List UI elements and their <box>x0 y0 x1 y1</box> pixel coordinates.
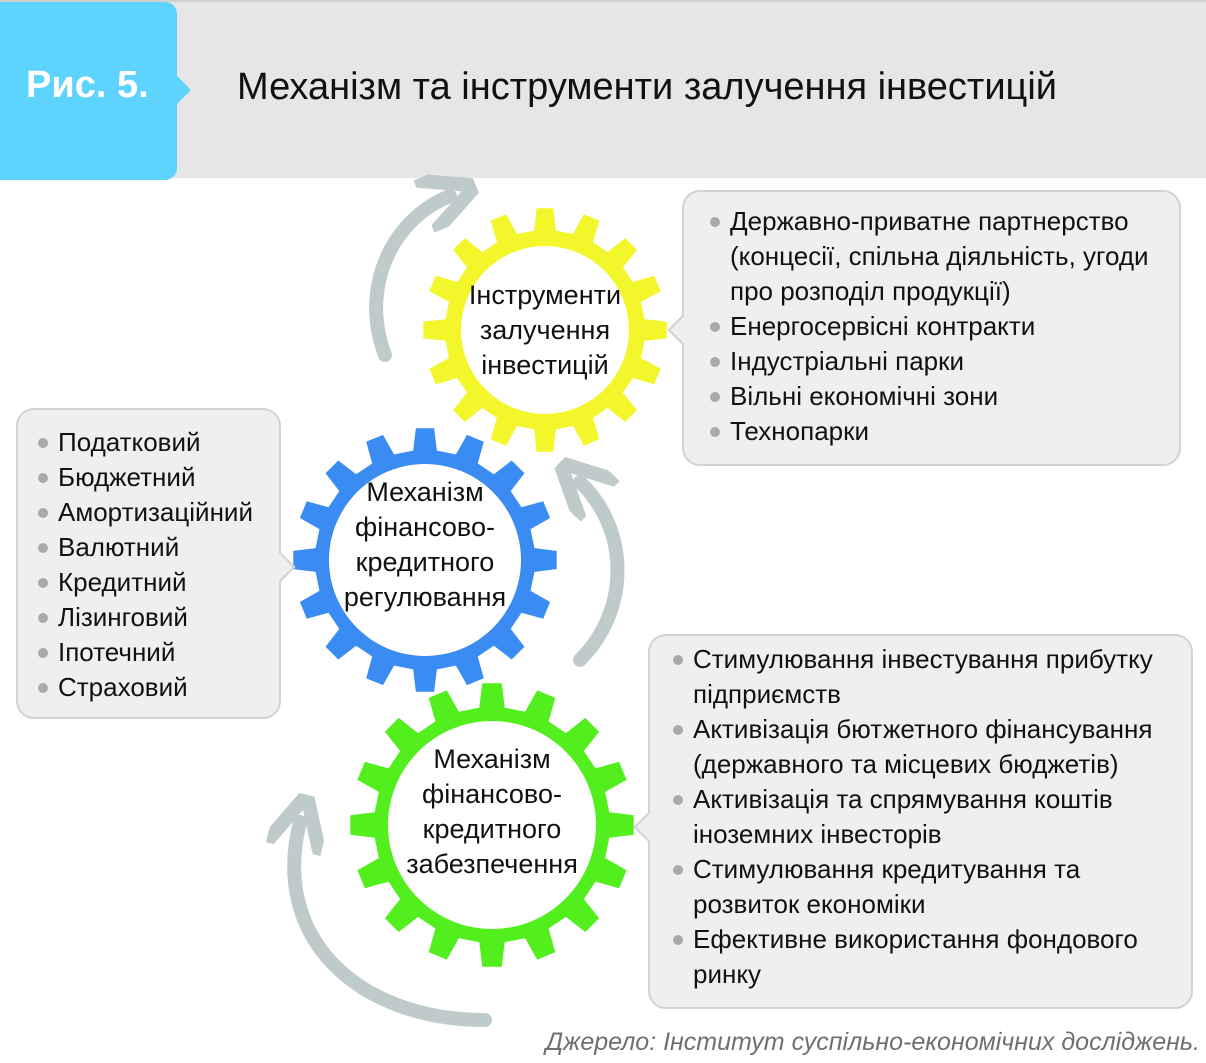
list-item: Ефективне використання фондового ринку <box>673 922 1183 992</box>
list-item: Державно-приватне партнерство (концесії,… <box>710 204 1169 309</box>
list-item: Кредитний <box>38 565 275 600</box>
list-item: Валютний <box>38 530 275 565</box>
list-item: Податковий <box>38 425 275 460</box>
list-item: Активізація та спрямування коштів інозем… <box>673 782 1183 852</box>
list-item: Технопарки <box>710 414 1169 449</box>
instruments-box: Державно-приватне партнерство (концесії,… <box>667 190 1181 466</box>
page-title: Механізм та інструменти залучення інвест… <box>237 66 1057 108</box>
regulation-box: Податковий Бюджетний Амортизаційний Валю… <box>16 408 296 719</box>
list-item: Лізинговий <box>38 600 275 635</box>
list-item: Стимулювання інвестування прибутку підпр… <box>673 642 1183 712</box>
list-item: Амортизаційний <box>38 495 275 530</box>
gear-instruments <box>423 208 667 452</box>
gear-hole <box>329 464 521 656</box>
cycle-arrow-bottom <box>294 822 492 1027</box>
list-item: Енергосервісні контракти <box>710 309 1169 344</box>
gear-hole <box>461 246 629 414</box>
list-item: Іпотечний <box>38 635 275 670</box>
header-band: Рис. 5. Механізм та інструменти залученн… <box>0 0 1206 180</box>
list-item: Вільні економічні зони <box>710 379 1169 414</box>
gear-hole <box>388 721 596 929</box>
gear-regulation <box>293 428 557 692</box>
list-item: Активізація бютжетного фінансування (дер… <box>673 712 1183 782</box>
figure-label: Рис. 5. <box>26 64 149 106</box>
figure-label-badge: Рис. 5. <box>0 2 191 180</box>
cycle-arrow-top <box>369 196 450 362</box>
list-item: Страховий <box>38 670 275 705</box>
list-item: Індустріальні парки <box>710 344 1169 379</box>
gear-provision <box>350 683 634 967</box>
list-item: Стимулювання кредитування та розвиток ек… <box>673 852 1183 922</box>
cycle-arrow-right <box>580 482 625 667</box>
source-note: Джерело: Інститут суспільно-економічних … <box>545 1028 1200 1056</box>
provision-box: Стимулювання інвестування прибутку підпр… <box>633 634 1193 1009</box>
list-item: Бюджетний <box>38 460 275 495</box>
